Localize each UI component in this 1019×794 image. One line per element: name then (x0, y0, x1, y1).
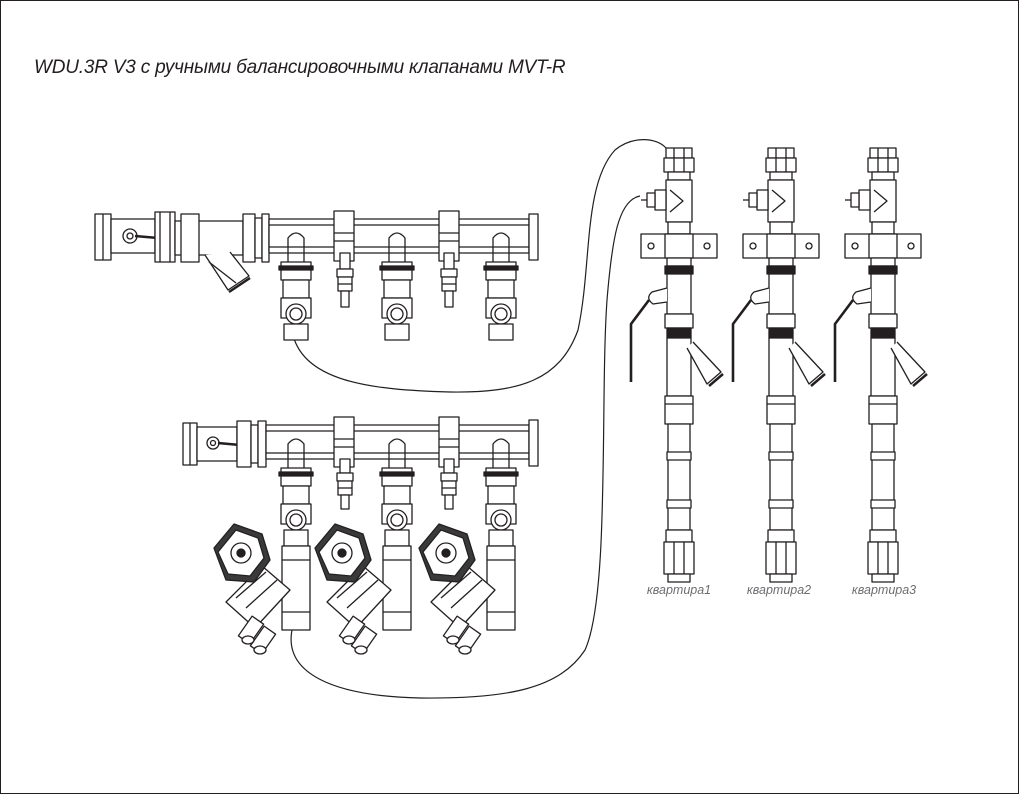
supply-air-vent-1 (336, 252, 354, 308)
capillary-tube-lower (290, 195, 641, 699)
return-outlet-2 (379, 438, 415, 631)
riser-label-1: квартира1 (646, 583, 712, 597)
riser-label-3: квартира3 (851, 583, 917, 597)
balancing-valve-1 (213, 523, 291, 655)
supply-strainer (174, 213, 270, 294)
riser-3 (833, 147, 928, 583)
page-title: WDU.3R V3 с ручными балансировочными кла… (34, 57, 566, 78)
return-bar (265, 416, 539, 468)
apartment-risers (629, 147, 928, 583)
return-air-vent-2 (440, 458, 458, 510)
supply-outlet-2 (379, 232, 415, 341)
supply-outlet-3 (483, 232, 519, 341)
capillary-tubes (290, 139, 667, 699)
capillary-tube-upper (291, 139, 667, 393)
test-port-right (442, 615, 482, 655)
supply-manifold (94, 210, 539, 341)
return-inlet-valve (182, 420, 267, 468)
supply-air-vent-2 (440, 252, 458, 308)
return-outlet-3 (483, 438, 519, 631)
return-outlet-1 (278, 438, 314, 631)
test-port-left (237, 615, 277, 655)
supply-inlet-valve (94, 211, 176, 263)
riser-label-2: квартира2 (746, 583, 812, 597)
balancing-valve-3 (418, 523, 496, 655)
riser-2 (731, 147, 826, 583)
return-manifold (182, 416, 539, 655)
riser-1 (629, 147, 724, 583)
supply-outlet-1 (278, 232, 314, 341)
test-port-middle (338, 615, 378, 655)
return-air-vent-1 (336, 458, 354, 510)
supply-bar (268, 210, 539, 262)
balancing-valve-2 (314, 523, 392, 655)
